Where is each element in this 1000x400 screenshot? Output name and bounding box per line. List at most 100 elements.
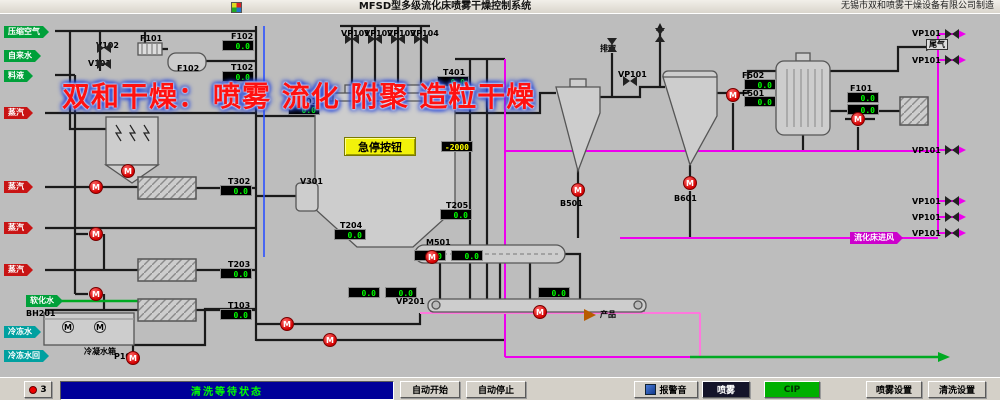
value-display: 0.0 [538,287,570,298]
pump-icon[interactable]: M [425,250,439,264]
pump-icon[interactable]: M [126,351,140,365]
pump-icon[interactable]: M [89,227,103,241]
valve-icon[interactable] [623,76,637,86]
pump-icon[interactable]: M [851,112,865,126]
valve-icon[interactable] [945,29,959,39]
value-display: 0.0 [348,287,380,298]
pump-icon[interactable]: M [726,88,740,102]
company-name: 无锡市双和喷雾干燥设备有限公司制造 [840,1,994,11]
valve-icon[interactable] [345,34,359,44]
equipment-label: T401 [443,68,466,77]
pump-icon[interactable]: M [323,333,337,347]
equipment-label: V301 [300,177,323,186]
equipment-label: T302 [228,177,251,186]
cip-button[interactable]: CIP [764,381,820,398]
value-display: 0.0 [847,92,879,103]
footer-toolbar: 3 清洗等待状态 自动开始 自动停止 报警音 喷雾 CIP 喷雾设置 清洗设置 [0,377,1000,400]
flow-tag: 软化水 [26,295,63,307]
condenser [775,52,831,136]
status-text: 清洗等待状态 [191,387,263,398]
valve-icon[interactable] [945,212,959,222]
value-display: 0.0 [222,40,254,51]
app-icon [231,2,242,13]
equipment-label: T204 [340,221,363,230]
spray-settings-button[interactable]: 喷雾设置 [866,381,922,398]
pump-icon[interactable]: M [571,183,585,197]
value-display: -2000 [441,141,473,152]
valve-icon[interactable] [607,38,617,52]
equipment-label: VP101 [912,146,941,155]
valve-icon[interactable] [97,43,111,53]
flow-tag: 冷冻水 [4,326,41,338]
equipment-label: VP101 [341,29,370,38]
flow-tag: 流化床进风 [850,232,903,244]
equipment-label: F102 [231,32,254,41]
value-display: 0.0 [220,309,252,320]
spray-button[interactable]: 喷雾 [702,381,750,398]
heat-exchanger-3 [137,298,197,322]
mixer-icon: M [94,321,106,333]
flow-tag: 蒸汽 [4,181,33,193]
page-button[interactable]: 3 [24,381,52,398]
condensate-tank [43,312,135,346]
flow-tag: 冷冻水回 [4,350,49,362]
air-filter [137,42,163,56]
equipment-label: T102 [231,63,254,72]
flow-tag: 蒸汽 [4,222,33,234]
valve-icon[interactable] [97,59,111,69]
page-number: 3 [40,384,47,395]
equipment-label: F101 [140,34,163,43]
value-display: 0.0 [744,79,776,90]
equipment-label: VP101 [912,197,941,206]
mixer-icon: M [62,321,74,333]
alarm-sound-button[interactable]: 报警音 [634,381,698,398]
emergency-stop-button[interactable]: 急停按钮 [344,137,416,156]
pump-icon[interactable]: M [121,164,135,178]
valve-icon[interactable] [655,28,665,42]
equipment-label: VP104 [410,29,439,38]
small-vessel [295,182,319,212]
valve-icon[interactable] [368,34,382,44]
pump-icon[interactable]: M [89,180,103,194]
cyclone-1 [555,78,601,174]
valve-icon[interactable] [945,228,959,238]
valve-icon[interactable] [391,34,405,44]
cyclone-2 [662,70,718,167]
equipment-label: B501 [560,199,583,208]
equipment-label: VP103 [387,29,416,38]
heat-exchanger-1 [137,176,197,200]
valve-icon[interactable] [945,145,959,155]
exhaust-filter-box [899,96,929,126]
equipment-label: 尾气 [926,39,948,50]
auto-start-button[interactable]: 自动开始 [400,381,460,398]
equipment-label: T203 [228,260,251,269]
value-display: 0.0 [334,229,366,240]
equipment-label: VP101 [618,70,647,79]
pump-icon[interactable]: M [683,176,697,190]
clean-settings-button[interactable]: 清洗设置 [928,381,986,398]
equipment-label: 冷凝水箱 [84,347,116,356]
pipes-pink [420,312,701,357]
equipment-label: B601 [674,194,697,203]
auto-stop-button[interactable]: 自动停止 [466,381,526,398]
flow-tag: 自来水 [4,50,41,62]
pump-icon[interactable]: M [533,305,547,319]
equipment-label: F102 [177,64,200,73]
valve-icon[interactable] [414,34,428,44]
flow-tag: 料液 [4,70,33,82]
pump-icon[interactable]: M [89,287,103,301]
equipment-label: T201 [295,97,318,106]
equipment-label: VP201 [396,297,425,306]
flow-tag: 蒸汽 [4,107,33,119]
product-arrow [584,309,596,321]
valve-icon[interactable] [945,196,959,206]
equipment-label: VP102 [364,29,393,38]
equipment-label: 排空 [600,44,616,53]
pump-icon[interactable]: M [280,317,294,331]
valve-icon[interactable] [945,55,959,65]
equipment-label: M501 [426,238,451,247]
flow-tag: 蒸汽 [4,264,33,276]
